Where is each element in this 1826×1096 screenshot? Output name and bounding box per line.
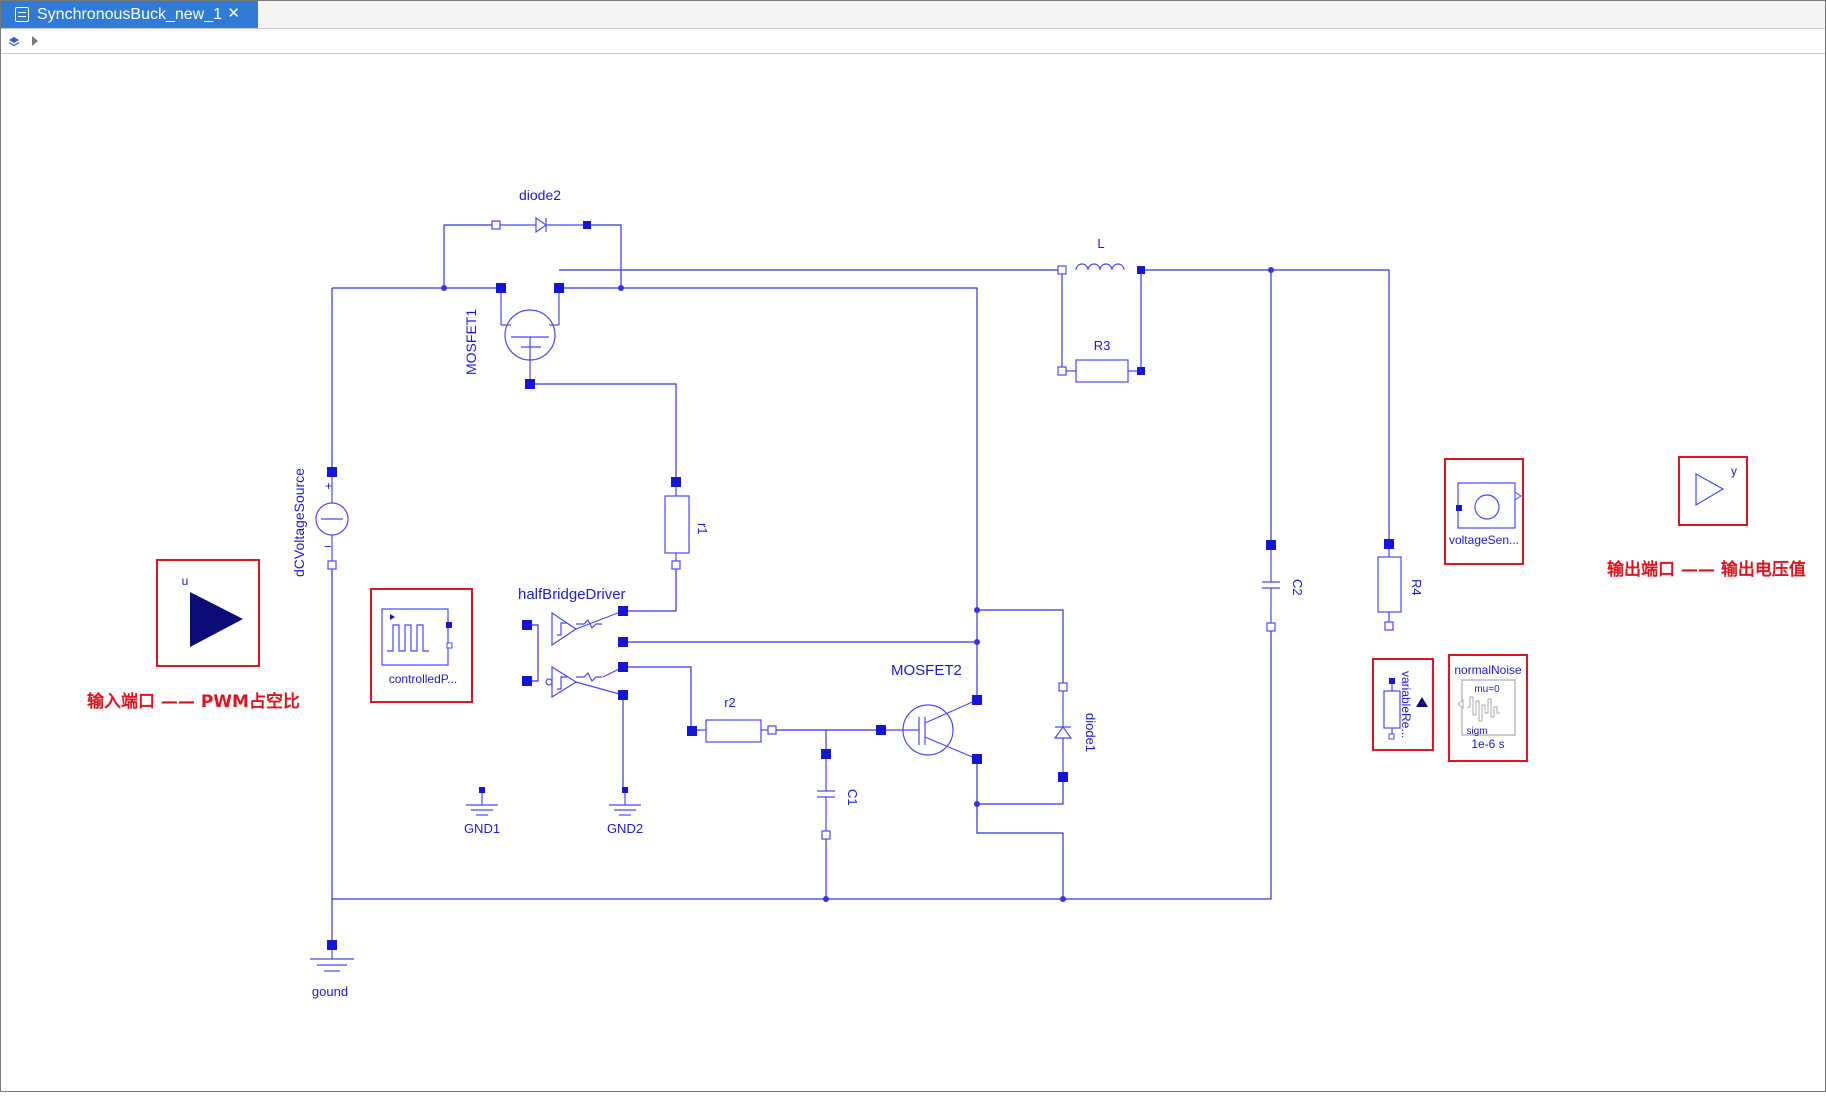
block-normal-noise[interactable]	[1448, 654, 1528, 762]
component-capacitor-c2[interactable]	[1262, 540, 1280, 632]
wires	[331, 224, 1390, 945]
tab-label: SynchronousBuck_new_1	[37, 5, 223, 23]
label-noise-sigma: sigm	[1466, 726, 1487, 737]
component-gound[interactable]	[310, 940, 354, 972]
label-noise-period: 1e-6 s	[1471, 737, 1504, 751]
label-plus: +	[325, 479, 332, 493]
label-r4: R4	[1409, 579, 1424, 596]
label-minus: −	[324, 539, 332, 554]
label-half-bridge-driver: halfBridgeDriver	[518, 586, 626, 603]
label-r2: r2	[724, 695, 736, 710]
tab-bar: SynchronousBuck_new_1 ✕	[1, 1, 1825, 29]
output-port-y[interactable]	[1678, 456, 1748, 526]
label-variable-resistor: variableRe...	[1399, 671, 1413, 738]
output-port-annotation: 输出端口 —— 输出电压值	[1607, 560, 1806, 580]
label-normal-noise: normalNoise	[1454, 663, 1522, 677]
label-mosfet2: MOSFET2	[891, 662, 962, 679]
tab-synchronousbuck[interactable]: SynchronousBuck_new_1 ✕	[1, 1, 258, 28]
label-c2: C2	[1290, 579, 1305, 596]
chevron-right-icon[interactable]	[32, 36, 38, 46]
component-dc-voltage-source[interactable]	[315, 467, 349, 570]
block-voltage-sensor[interactable]	[1444, 458, 1524, 565]
label-gnd2: GND2	[607, 821, 643, 836]
label-voltage-sensor: voltageSen...	[1449, 533, 1519, 547]
layers-icon[interactable]	[8, 35, 20, 47]
component-resistor-r2[interactable]	[687, 719, 777, 743]
component-half-bridge-driver[interactable]	[522, 606, 628, 700]
label-gound: gound	[312, 984, 348, 999]
label-r1: r1	[695, 523, 710, 535]
circuit-diagram[interactable]: diode2 MOSFET1 L R3 + − dCVoltageSo	[1, 55, 1825, 1091]
label-l: L	[1097, 236, 1104, 251]
junctions	[441, 267, 1274, 902]
component-mosfet1[interactable]	[496, 283, 564, 389]
component-mosfet2[interactable]	[876, 695, 982, 764]
label-u: u	[182, 574, 189, 588]
component-resistor-r3[interactable]	[1057, 359, 1145, 383]
model-file-icon	[15, 7, 29, 22]
label-diode1: diode1	[1083, 713, 1098, 752]
component-diode2[interactable]	[491, 216, 591, 234]
block-controlled-pwm[interactable]	[370, 588, 473, 703]
label-r3: R3	[1094, 338, 1111, 353]
label-controlled-pwm: controlledP...	[389, 672, 458, 686]
component-resistor-r4[interactable]	[1377, 539, 1402, 631]
component-gnd2[interactable]	[609, 787, 641, 816]
label-diode2: diode2	[519, 187, 561, 203]
label-gnd1: GND1	[464, 821, 500, 836]
label-dc-voltage-source: dCVoltageSource	[291, 468, 307, 577]
label-c1: C1	[845, 789, 860, 806]
diagram-canvas[interactable]: diode2 MOSFET1 L R3 + − dCVoltageSo	[1, 55, 1825, 1091]
breadcrumb	[1, 29, 1825, 54]
component-diode1[interactable]	[1053, 682, 1073, 782]
component-capacitor-c1[interactable]	[817, 749, 835, 840]
component-inductor-l[interactable]	[1057, 263, 1145, 275]
label-y: y	[1731, 464, 1737, 478]
label-mosfet1: MOSFET1	[463, 309, 479, 375]
component-gnd1[interactable]	[466, 787, 498, 816]
input-port-u[interactable]	[156, 559, 260, 667]
input-port-annotation: 输入端口 —— PWM占空比	[87, 692, 300, 712]
component-resistor-r1[interactable]	[664, 477, 690, 570]
block-variable-resistor[interactable]	[1372, 658, 1434, 751]
label-noise-mu: mu=0	[1474, 684, 1500, 695]
close-icon[interactable]: ✕	[227, 5, 240, 22]
